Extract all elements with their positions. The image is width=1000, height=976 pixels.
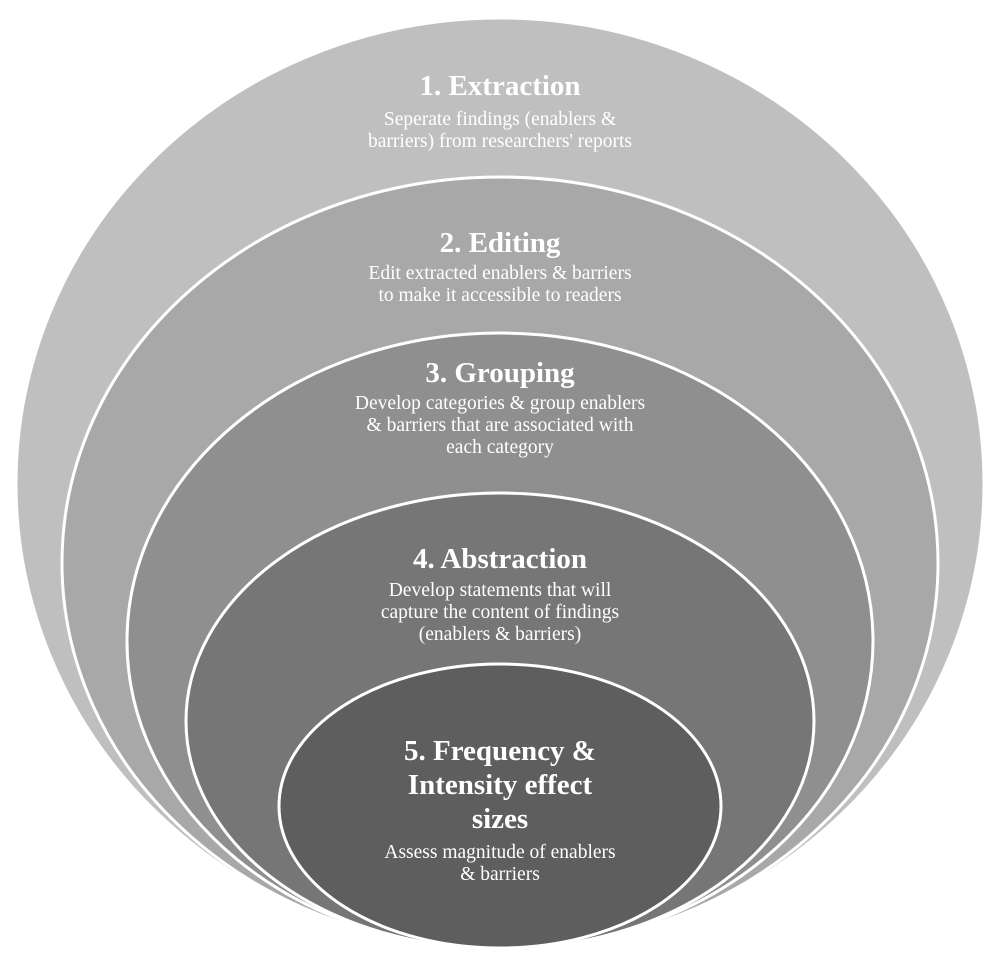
stage-3-description-line: Develop categories & group enablers <box>355 393 645 414</box>
stage-5-description-line: & barriers <box>460 864 540 885</box>
stage-5-ellipse <box>277 662 723 950</box>
stage-5-title-line: 5. Frequency & <box>404 735 596 767</box>
stage-3-title-line: 3. Grouping <box>425 357 575 389</box>
stage-4-description-line: (enablers & barriers) <box>419 624 581 645</box>
stage-5-title-line: sizes <box>472 803 528 835</box>
stage-4-description-line: Develop statements that will <box>389 580 612 601</box>
stage-1-description-line: Seperate findings (enablers & <box>384 109 616 130</box>
stage-1-description: Seperate findings (enablers &barriers) f… <box>368 109 632 152</box>
stage-2-description-line: to make it accessible to readers <box>378 285 621 306</box>
stage-3-description: Develop categories & group enablers& bar… <box>355 393 645 458</box>
stage-2-title: 2. Editing <box>440 227 561 259</box>
stage-5-description: Assess magnitude of enablers& barriers <box>384 842 615 885</box>
stage-2-description-line: Edit extracted enablers & barriers <box>368 263 631 284</box>
stage-4-title: 4. Abstraction <box>413 543 587 575</box>
stage-1-description-line: barriers) from researchers' reports <box>368 131 632 152</box>
stage-4-description-line: capture the content of findings <box>381 602 619 623</box>
stage-1-title: 1. Extraction <box>419 70 580 102</box>
stage-4-title-line: 4. Abstraction <box>413 543 587 575</box>
stage-5-description-line: Assess magnitude of enablers <box>384 842 615 863</box>
stage-1-title-line: 1. Extraction <box>419 70 580 102</box>
stage-3-title: 3. Grouping <box>425 357 575 389</box>
stage-3-description-line: each category <box>446 437 554 458</box>
stage-3-description-line: & barriers that are associated with <box>367 415 634 436</box>
stage-5-title-line: Intensity effect <box>408 769 593 801</box>
stage-2-title-line: 2. Editing <box>440 227 561 259</box>
